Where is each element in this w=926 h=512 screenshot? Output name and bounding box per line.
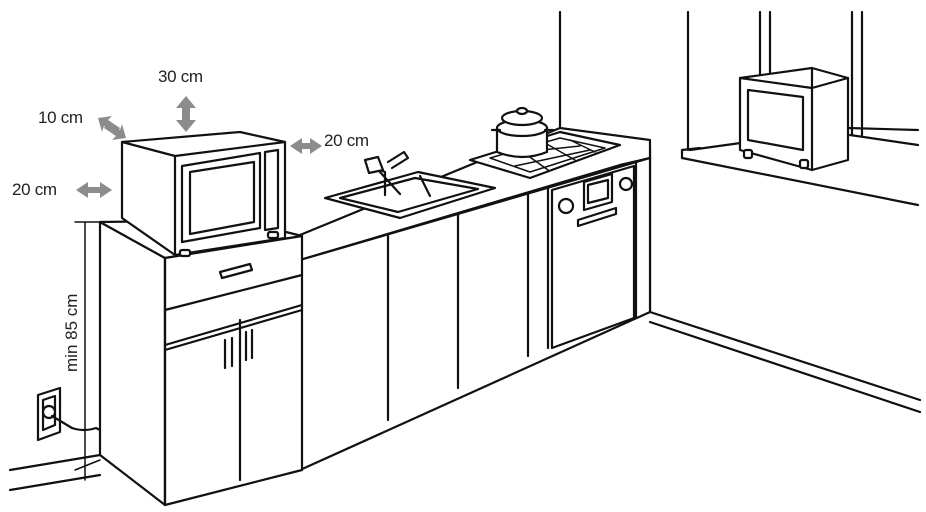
arrow-top	[176, 96, 196, 132]
clearance-label-left: 20 cm	[12, 180, 57, 199]
clearance-label-right: 20 cm	[324, 131, 369, 150]
arrow-back-left	[98, 116, 126, 140]
microwave-cabinet	[98, 218, 304, 507]
microwave	[120, 130, 287, 258]
height-dimension	[74, 221, 101, 481]
height-label: min 85 cm	[62, 293, 81, 372]
pot	[490, 106, 555, 159]
tv	[738, 66, 850, 172]
clearance-label-top: 30 cm	[158, 67, 203, 86]
wall-socket	[36, 386, 102, 442]
oven	[550, 164, 636, 350]
clearance-label-back-left: 10 cm	[38, 108, 83, 127]
faucet	[363, 150, 410, 197]
arrow-left	[76, 182, 112, 198]
arrow-right	[290, 138, 322, 154]
